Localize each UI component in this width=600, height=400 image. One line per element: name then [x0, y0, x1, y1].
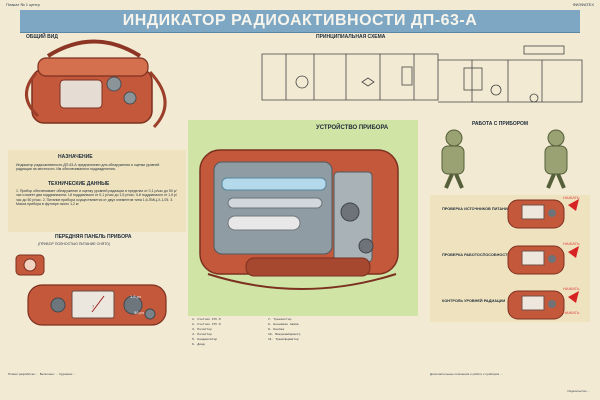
schematic-title: ПРИНЦИПИАЛЬНАЯ СХЕМА	[316, 34, 386, 40]
device-panel: УСТРОЙСТВО ПРИБОРА	[188, 120, 418, 316]
part-3: 3. Резистор	[192, 328, 212, 331]
device-title: УСТРОЙСТВО ПРИБОРА	[316, 125, 389, 131]
press-label-1: НАЖАТЬ	[563, 195, 580, 200]
general-view-title: ОБЩИЙ ВИД	[26, 34, 58, 40]
front-panel-section: ПЕРЕДНЯЯ ПАНЕЛЬ ПРИБОРА (ПРИБОР ПОЛНОСТЬ…	[8, 232, 186, 340]
device-illustration	[199, 149, 399, 290]
part-4: 4. Резистор	[192, 333, 212, 336]
meta-right: ФИЗФАТЕХ	[572, 2, 594, 7]
check-illustrations	[507, 199, 579, 320]
front-panel-title: ПЕРЕДНЯЯ ПАНЕЛЬ ПРИБОРА	[55, 234, 132, 240]
part-5: 5. Конденсатор	[192, 338, 218, 341]
front-panel-illustration	[15, 254, 167, 326]
case-illustration	[25, 39, 167, 129]
range-label-2: 50 рч	[134, 310, 144, 315]
schematic-diagram	[261, 45, 583, 103]
purpose-title: НАЗНАЧЕНИЕ	[58, 154, 93, 160]
top-strip	[0, 0, 600, 10]
press-label-4: НАЖАТЬ	[563, 310, 580, 315]
meta-left: Плакат № 1 центр	[6, 2, 40, 7]
range-label-1: 1,5 рч	[130, 294, 141, 299]
specs-title: ТЕХНИЧЕСКИЕ ДАННЫЕ	[48, 181, 110, 187]
part-7: 7. Транзистор	[268, 318, 292, 321]
part-10: 10. Микроамперметр	[268, 333, 301, 336]
purpose-panel: НАЗНАЧЕНИЕ Индикатор радиоактивности ДП-…	[8, 150, 186, 232]
part-9: 9. Кнопка	[268, 328, 285, 331]
title-band: ИНДИКАТОР РАДИОАКТИВНОСТИ ДП-63-А	[20, 10, 580, 33]
dial-value: 7	[92, 304, 95, 309]
work-title: РАБОТА С ПРИБОРОМ	[472, 121, 529, 127]
parts-legend: 1. Счетчик СТС-5 2. Счетчик СТС-5 3. Рез…	[186, 316, 422, 370]
footer-right: Издательство ...	[567, 389, 590, 393]
part-8: 8. Неоновая лампа	[268, 323, 299, 326]
general-view-section: ОБЩИЙ ВИД	[8, 32, 186, 150]
press-label-3: НАЖАТЬ	[563, 286, 580, 291]
part-1: 1. Счетчик СТС-5	[192, 318, 221, 321]
schematic-section: ПРИНЦИПИАЛЬНАЯ СХЕМА	[190, 32, 592, 120]
battery-check-title: ПРОВЕРКА ИСТОЧНИКОВ ПИТАНИЯ	[442, 207, 511, 211]
footer-center: Дополнительные пояснения о работе с приб…	[430, 372, 503, 376]
part-6: 6. Диод	[192, 343, 205, 346]
page-title: ИНДИКАТОР РАДИОАКТИВНОСТИ ДП-63-А	[122, 12, 478, 29]
part-2: 2. Счетчик СТС-5	[192, 323, 221, 326]
footer-left: Плакат разработан: ... Выполнен: ... Худ…	[8, 372, 76, 376]
part-11: 11. Трансформатор	[268, 338, 299, 341]
press-label-2: НАЖАТЬ	[563, 241, 580, 246]
front-panel-subtitle: (ПРИБОР ПОЛНОСТЬЮ ПИТАНИЕ СНЯТО)	[38, 242, 111, 246]
purpose-body: Индикатор радиоактивности ДП-63-А предна…	[16, 163, 160, 172]
soldiers-illustration	[441, 129, 568, 189]
radiation-check-title: КОНТРОЛЬ УРОВНЕЙ РАДИАЦИИ	[442, 299, 506, 303]
operability-check-title: ПРОВЕРКА РАБОТОСПОСОБНОСТИ	[442, 253, 511, 257]
specs-body: 1. Прибор обеспечивает обнаружение и оце…	[16, 189, 177, 207]
checks-panel: ПРОВЕРКА ИСТОЧНИКОВ ПИТАНИЯ ПРОВЕРКА РАБ…	[430, 195, 590, 322]
work-section: РАБОТА С ПРИБОРОМ	[424, 120, 592, 192]
